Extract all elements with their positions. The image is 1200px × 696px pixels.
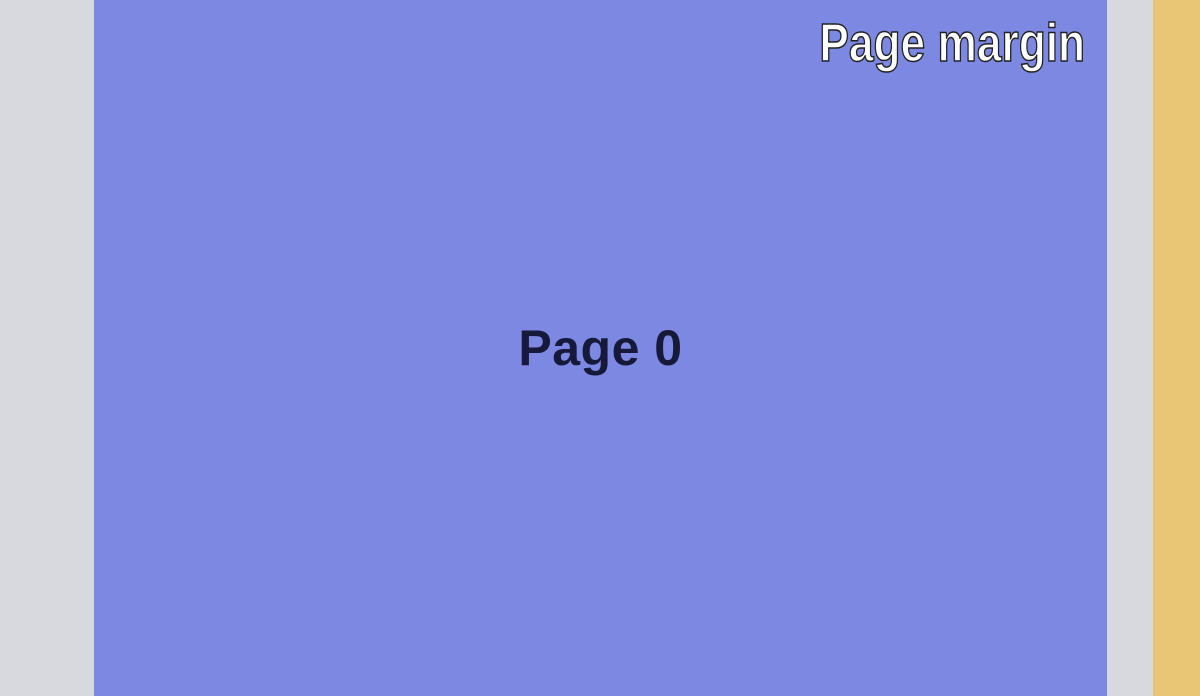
page-0[interactable]: Page margin Page 0 xyxy=(94,0,1107,696)
page-margin-label: Page margin xyxy=(819,13,1086,73)
page-label: Page 0 xyxy=(518,320,683,376)
next-page-edge[interactable] xyxy=(1153,0,1200,696)
page-gutter xyxy=(1107,0,1153,696)
